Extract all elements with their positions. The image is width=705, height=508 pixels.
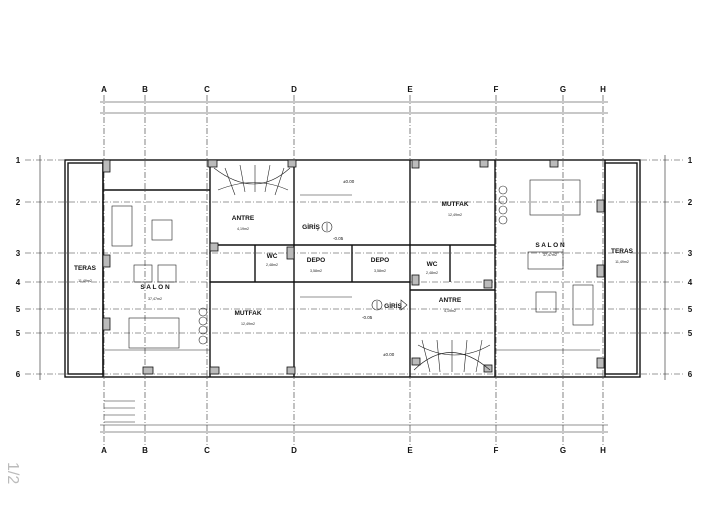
row-labels-right: 1 2 3 4 5 5 6 <box>688 156 693 379</box>
exterior-steps <box>104 400 135 423</box>
grid-label: F <box>494 85 499 94</box>
grid-label: H <box>600 85 606 94</box>
svg-text:MUTFAK: MUTFAK <box>441 201 468 208</box>
grid-label: 1 <box>688 156 693 165</box>
svg-text:11,49m2: 11,49m2 <box>615 260 629 264</box>
svg-text:WC: WC <box>427 261 438 268</box>
dining-table-right <box>529 179 581 216</box>
column-labels-top: A B C D E F G H <box>101 85 606 94</box>
entrance-circle-icon <box>371 299 383 311</box>
sofa-right <box>572 284 594 326</box>
grid-label: 3 <box>688 249 693 258</box>
grid-label: G <box>560 85 566 94</box>
svg-text:ANTRE: ANTRE <box>439 297 462 304</box>
page-number: 1/2 <box>4 462 21 484</box>
svg-text:37,47m2: 37,47m2 <box>543 253 557 257</box>
staircase-right <box>413 339 491 373</box>
svg-text:TERAS: TERAS <box>611 248 634 255</box>
entrance-marker-left: GİRİŞ <box>302 221 333 233</box>
grid-label: B <box>142 446 148 455</box>
room-salon-right: S A L O N 37,47m2 <box>535 242 565 257</box>
grid-label: A <box>101 85 107 94</box>
column-labels-bottom: A B C D E F G H <box>101 446 606 455</box>
room-wc-left: WC 2,48m2 <box>266 253 278 267</box>
grid-label: F <box>494 446 499 455</box>
room-teras-left: TERAS 11,49m2 <box>74 265 97 283</box>
room-mutfak-left: MUTFAK 12,49m2 <box>234 310 261 326</box>
svg-text:±0.00: ±0.00 <box>343 179 355 184</box>
room-teras-right: TERAS 11,49m2 <box>611 248 634 264</box>
structural-columns <box>102 159 605 375</box>
room-wc-right: WC 2,48m2 <box>426 261 438 275</box>
svg-text:TERAS: TERAS <box>74 265 97 272</box>
walls <box>64 159 641 378</box>
svg-text:4,19m2: 4,19m2 <box>444 309 456 313</box>
sofa-left <box>111 205 133 247</box>
grid-label: G <box>560 446 566 455</box>
dining-table-left <box>128 317 180 349</box>
svg-text:MUTFAK: MUTFAK <box>234 310 261 317</box>
grid-label: H <box>600 446 606 455</box>
svg-text:-0.05: -0.05 <box>362 315 373 320</box>
room-mutfak-right: MUTFAK 12,49m2 <box>441 201 468 217</box>
room-depo-left: DEPO 3,58m2 <box>307 257 325 273</box>
svg-text:GİRİŞ: GİRİŞ <box>302 223 320 231</box>
grid-label: B <box>142 85 148 94</box>
grid-label: E <box>407 85 413 94</box>
svg-text:±0.00: ±0.00 <box>383 352 395 357</box>
room-depo-right: DEPO 3,58m2 <box>371 257 389 273</box>
svg-text:3,58m2: 3,58m2 <box>310 269 322 273</box>
svg-text:S A L O N: S A L O N <box>535 242 565 249</box>
room-antre-left: ANTRE 4,19m2 <box>232 215 255 231</box>
grid-label: 3 <box>16 249 21 258</box>
svg-text:2,48m2: 2,48m2 <box>266 263 278 267</box>
grid-label: 5 <box>688 329 693 338</box>
furniture <box>111 179 594 349</box>
svg-text:-0.05: -0.05 <box>333 236 344 241</box>
grid-label: C <box>204 446 210 455</box>
grid-label: 5 <box>16 305 21 314</box>
svg-text:37,47m2: 37,47m2 <box>148 297 162 301</box>
svg-text:S A L O N: S A L O N <box>140 284 170 291</box>
grid-label: 5 <box>688 305 693 314</box>
grid-label: 6 <box>16 370 21 379</box>
row-labels-left: 1 2 3 4 5 5 6 <box>16 156 21 379</box>
grid-label: E <box>407 446 413 455</box>
svg-text:DEPO: DEPO <box>307 257 325 264</box>
svg-text:2,48m2: 2,48m2 <box>426 271 438 275</box>
grid-label: D <box>291 85 297 94</box>
grid-label: 5 <box>16 329 21 338</box>
svg-text:GİRİŞ: GİRİŞ <box>384 302 402 310</box>
grid-label: 1 <box>16 156 21 165</box>
svg-text:12,49m2: 12,49m2 <box>448 213 462 217</box>
grid-label: D <box>291 446 297 455</box>
svg-text:11,49m2: 11,49m2 <box>78 279 92 283</box>
svg-text:4,19m2: 4,19m2 <box>237 227 249 231</box>
entrance-marker-right: GİRİŞ <box>371 299 408 311</box>
entrance-arrow-icon <box>400 299 408 311</box>
grid-lines <box>25 95 685 445</box>
svg-text:12,49m2: 12,49m2 <box>241 322 255 326</box>
grid-label: 4 <box>16 278 21 287</box>
svg-text:DEPO: DEPO <box>371 257 389 264</box>
entrance-circle-icon <box>321 221 333 233</box>
svg-text:WC: WC <box>267 253 278 260</box>
grid-label: C <box>204 85 210 94</box>
grid-label: A <box>101 446 107 455</box>
svg-text:3,58m2: 3,58m2 <box>374 269 386 273</box>
grid-label: 2 <box>688 198 693 207</box>
level-marks: ±0.00 -0.05 -0.05 ±0.00 <box>333 179 395 357</box>
room-salon-left: S A L O N 37,47m2 <box>140 284 170 301</box>
staircase-left <box>213 164 291 196</box>
svg-text:ANTRE: ANTRE <box>232 215 255 222</box>
grid-label: 6 <box>688 370 693 379</box>
room-antre-right: ANTRE 4,19m2 <box>439 297 462 313</box>
grid-label: 2 <box>16 198 21 207</box>
grid-label: 4 <box>688 278 693 287</box>
